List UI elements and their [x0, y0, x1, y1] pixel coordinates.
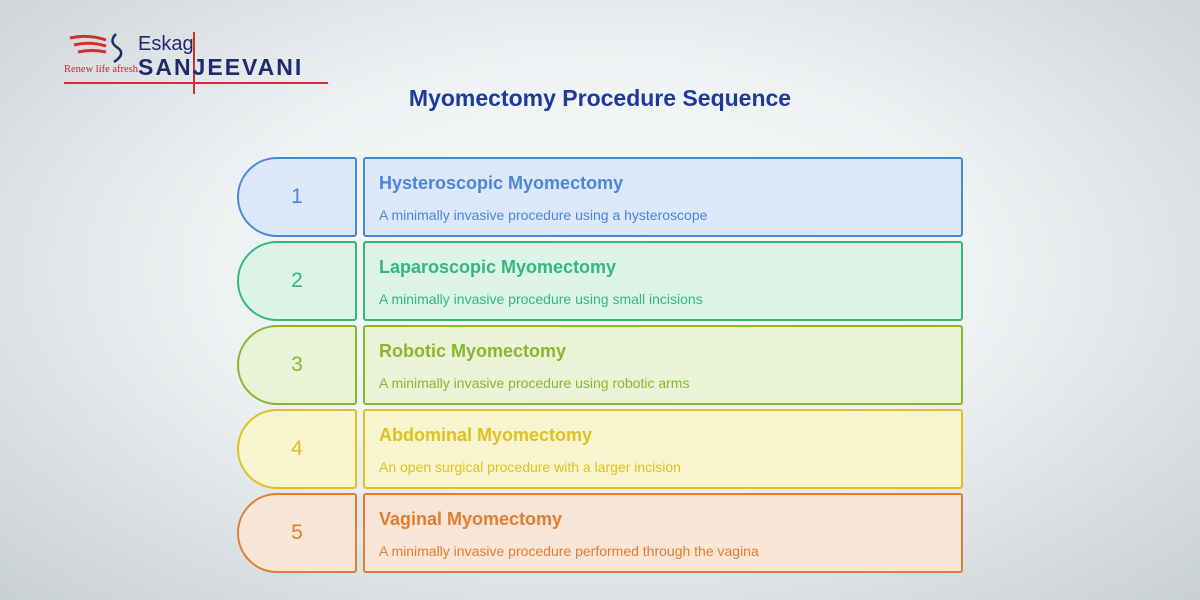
step-4: 4 Abdominal Myomectomy An open surgical … [237, 409, 963, 489]
step-title: Hysteroscopic Myomectomy [379, 173, 624, 193]
step-number-tab: 2 [237, 241, 357, 321]
step-2: 2 Laparoscopic Myomectomy A minimally in… [237, 241, 963, 321]
step-title: Vaginal Myomectomy [379, 509, 563, 529]
step-description: A minimally invasive procedure performed… [379, 543, 759, 559]
brand-logo: Eskag SANJEEVANI Renew life afresh [62, 30, 332, 94]
step-5: 5 Vaginal Myomectomy A minimally invasiv… [237, 493, 963, 573]
step-number: 3 [291, 353, 303, 376]
step-number: 4 [291, 437, 303, 460]
page-title: Myomectomy Procedure Sequence [408, 85, 792, 111]
step-title: Robotic Myomectomy [379, 341, 567, 361]
logo-name-top: Eskag [138, 33, 194, 55]
step-3: 3 Robotic Myomectomy A minimally invasiv… [237, 325, 963, 405]
step-card: Robotic Myomectomy A minimally invasive … [363, 325, 963, 405]
step-number-tab: 5 [237, 493, 357, 573]
step-card: Hysteroscopic Myomectomy A minimally inv… [363, 157, 963, 237]
logo-swoosh-icon [69, 33, 123, 64]
step-card: Vaginal Myomectomy A minimally invasive … [363, 493, 963, 573]
step-number-tab: 1 [237, 157, 357, 237]
step-number-tab: 3 [237, 325, 357, 405]
step-card: Abdominal Myomectomy An open surgical pr… [363, 409, 963, 489]
step-description: An open surgical procedure with a larger… [379, 459, 681, 475]
step-description: A minimally invasive procedure using a h… [379, 207, 708, 223]
step-number: 5 [291, 521, 303, 544]
step-number: 2 [291, 269, 303, 292]
logo-divider-horizontal [64, 82, 328, 84]
step-card: Laparoscopic Myomectomy A minimally inva… [363, 241, 963, 321]
step-title: Abdominal Myomectomy [379, 425, 593, 445]
step-1: 1 Hysteroscopic Myomectomy A minimally i… [237, 157, 963, 237]
step-description: A minimally invasive procedure using sma… [379, 291, 703, 307]
logo-tagline: Renew life afresh [64, 64, 139, 75]
logo-divider-vertical [193, 32, 195, 94]
step-title: Laparoscopic Myomectomy [379, 257, 617, 277]
logo-name-bottom: SANJEEVANI [138, 54, 304, 80]
step-number: 1 [291, 185, 303, 208]
step-number-tab: 4 [237, 409, 357, 489]
step-description: A minimally invasive procedure using rob… [379, 375, 690, 391]
